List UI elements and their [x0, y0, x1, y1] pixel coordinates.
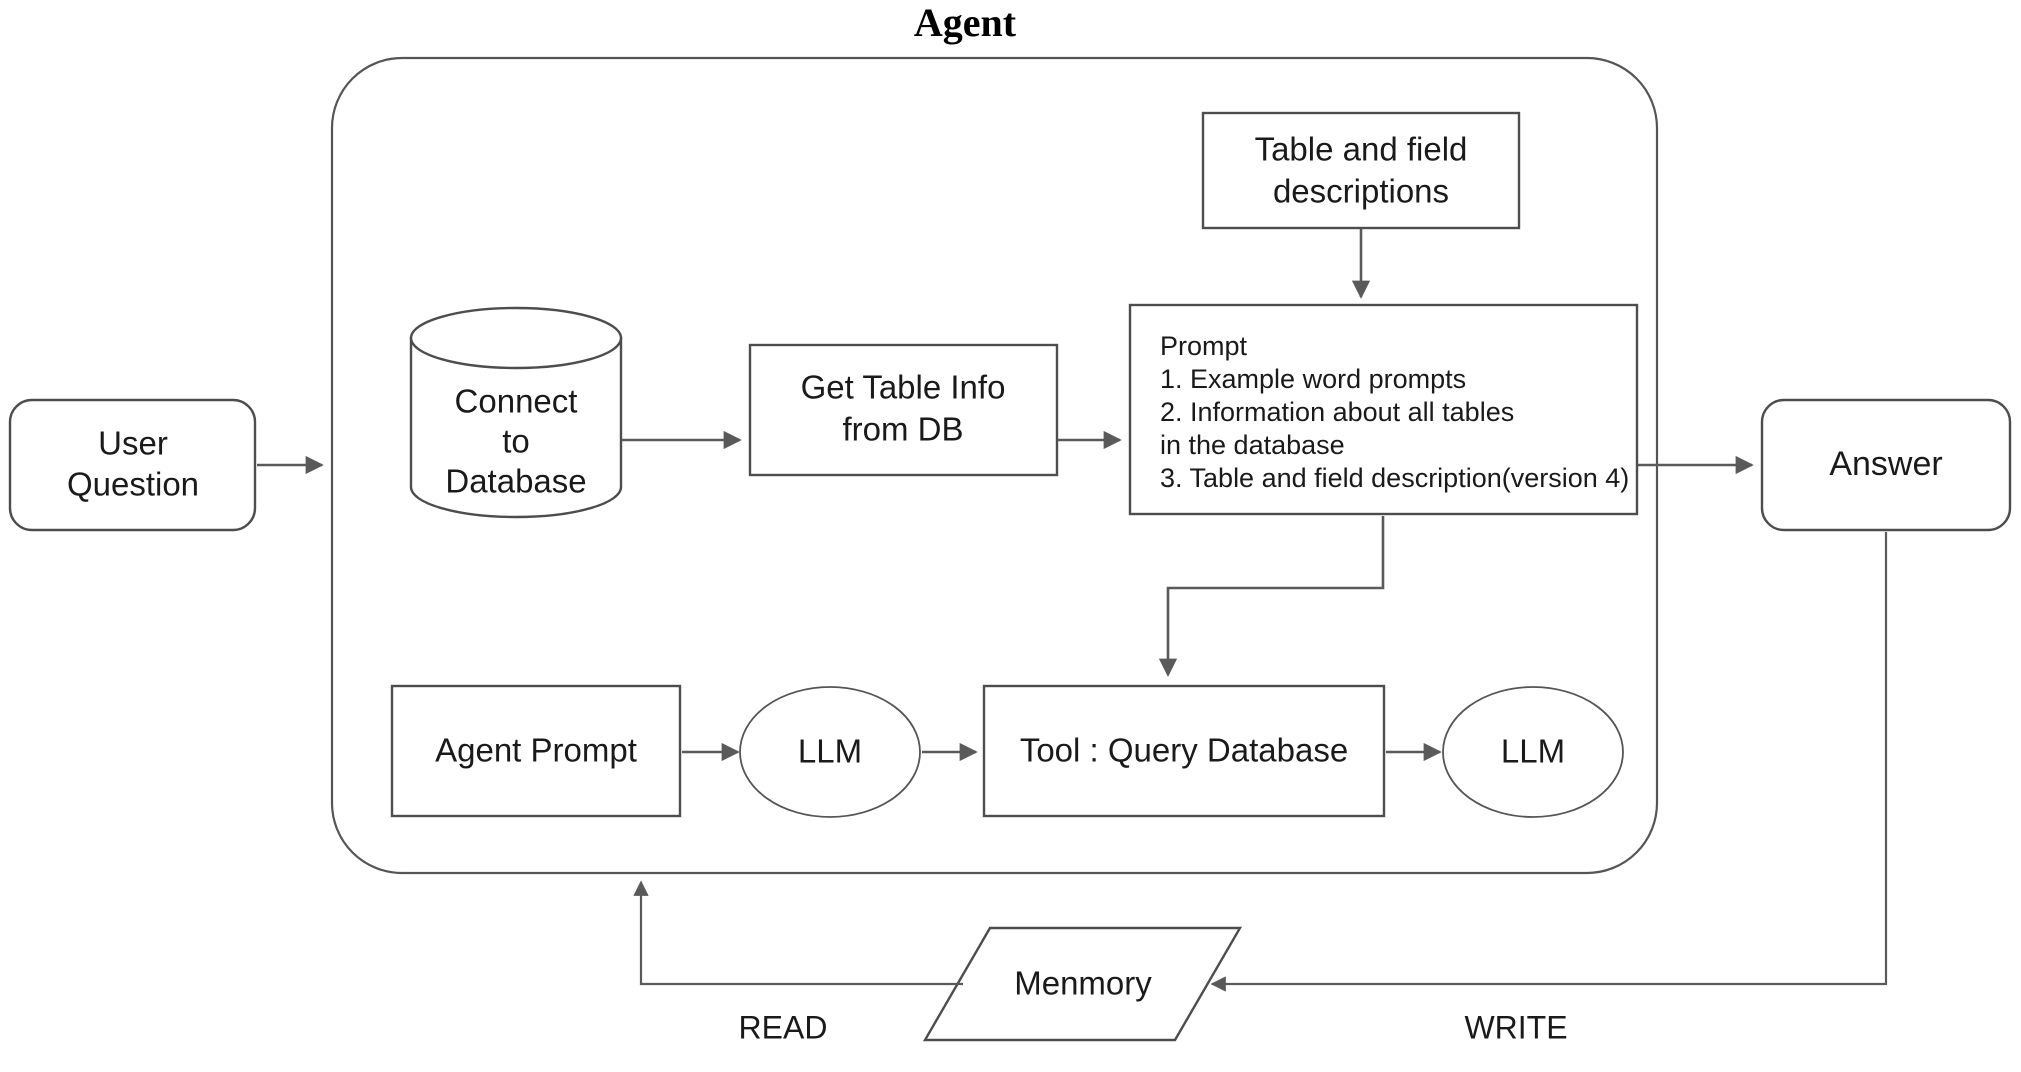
user-question-label-line1: User: [98, 425, 168, 462]
table-field-desc-label-line1: Table and field: [1255, 131, 1468, 168]
connect-db-label-line2: to: [502, 423, 530, 460]
page-title: Agent: [914, 0, 1017, 45]
node-prompt-box[interactable]: [1128, 303, 1639, 516]
node-get-table-info[interactable]: [748, 343, 1059, 477]
node-connect-to-database-top[interactable]: [409, 306, 623, 370]
prompt-item-2-cont: in the database: [1160, 430, 1345, 460]
prompt-item-2: 2. Information about all tables: [1160, 397, 1514, 427]
node-tool-query-database[interactable]: [982, 684, 1386, 818]
llm-second-label: LLM: [1501, 733, 1565, 770]
agent-prompt-label: Agent Prompt: [435, 732, 637, 769]
user-question-label-line2: Question: [67, 466, 199, 503]
edge-label-write: WRITE: [1464, 1009, 1567, 1045]
edge-prompt-to-tool: [1158, 516, 1385, 677]
edge-memory-read-to-agent: [633, 880, 963, 986]
get-table-info-label-line2: from DB: [842, 411, 963, 448]
answer-label: Answer: [1829, 445, 1942, 483]
connect-db-label-line3: Database: [445, 463, 586, 500]
node-table-field-descriptions[interactable]: [1201, 111, 1521, 230]
node-agent-prompt[interactable]: [390, 684, 682, 818]
memory-label: Menmory: [1014, 965, 1152, 1002]
node-user-question[interactable]: [8, 398, 257, 532]
connect-db-label-line1: Connect: [455, 383, 578, 420]
node-memory[interactable]: [922, 926, 1243, 1042]
node-connect-to-database-body[interactable]: [409, 336, 623, 519]
edge-answer-write-to-memory: [1210, 532, 1888, 992]
prompt-heading: Prompt: [1160, 331, 1248, 361]
prompt-item-1: 1. Example word prompts: [1160, 364, 1466, 394]
get-table-info-label-line1: Get Table Info: [801, 369, 1006, 406]
prompt-item-3: 3. Table and field description(version 4…: [1160, 463, 1629, 493]
node-answer[interactable]: [1760, 398, 2012, 532]
llm-first-label: LLM: [798, 733, 862, 770]
node-llm-first[interactable]: [739, 686, 921, 818]
tool-query-db-label: Tool : Query Database: [1020, 732, 1348, 769]
edge-label-read: READ: [739, 1009, 828, 1045]
node-llm-second[interactable]: [1442, 686, 1624, 818]
table-field-desc-label-line2: descriptions: [1273, 173, 1449, 210]
